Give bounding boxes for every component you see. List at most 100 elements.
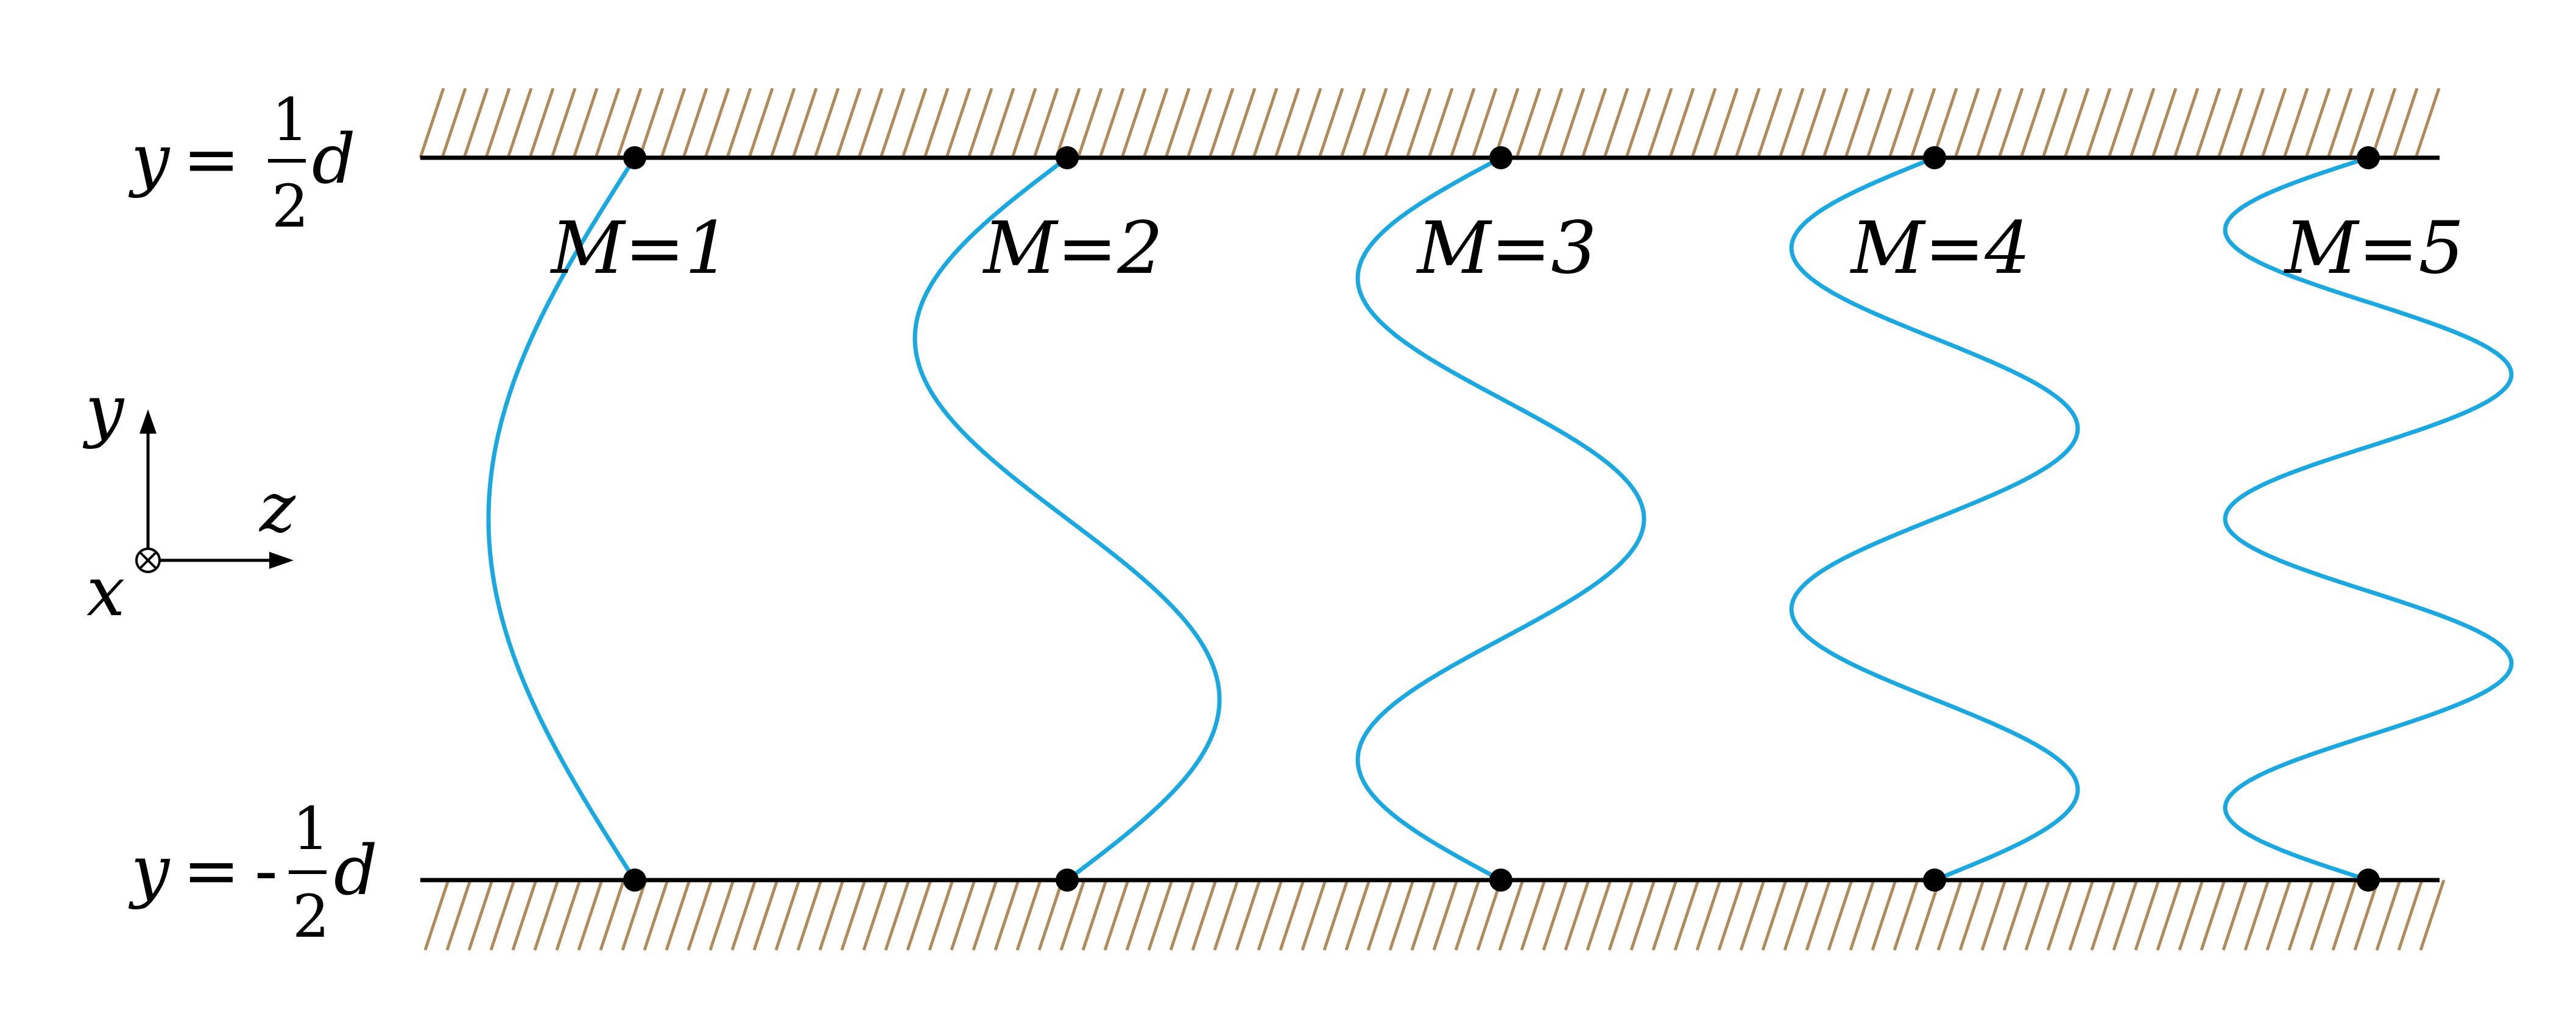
hatch-line xyxy=(1844,88,1871,158)
hatch-line xyxy=(445,879,472,951)
bottom-label-numerator: 1 xyxy=(292,795,330,863)
bottom-wall-label: y = - 1 2 d xyxy=(128,795,378,951)
hatch-line xyxy=(1037,879,1064,951)
coordinate-axes: y z x xyxy=(82,371,296,632)
x-axis-into-page-icon xyxy=(135,548,161,573)
hatch-line xyxy=(1339,88,1366,158)
x-axis-label: x xyxy=(86,552,125,632)
hatch-line xyxy=(1542,879,1569,951)
hatch-line xyxy=(2063,88,2090,158)
hatch-line xyxy=(638,88,665,158)
hatch-line xyxy=(1032,88,1059,158)
hatch-line xyxy=(2019,88,2046,158)
hatch-line xyxy=(950,879,976,951)
hatch-line xyxy=(2243,879,2270,951)
hatch-line xyxy=(1695,879,1722,951)
bottom-wall-hatching xyxy=(423,879,2446,951)
hatch-line xyxy=(730,879,757,951)
hatch-line xyxy=(2041,88,2068,158)
hatch-line xyxy=(621,879,648,951)
hatch-line xyxy=(1607,879,1634,951)
mode-5-bottom-node xyxy=(2357,869,2380,892)
hatch-line xyxy=(752,879,779,951)
hatch-line xyxy=(1011,88,1037,158)
mode-4-top-node xyxy=(1923,146,1946,169)
hatch-line xyxy=(440,88,467,158)
hatch-line xyxy=(1169,879,1196,951)
hatch-line xyxy=(1296,88,1322,158)
mode-1-bottom-node xyxy=(623,869,646,892)
hatch-line xyxy=(993,879,1020,951)
mode-1-label: M=1 xyxy=(550,206,731,290)
hatch-line xyxy=(923,88,950,158)
hatch-line xyxy=(1515,88,1542,158)
hatch-line xyxy=(1717,879,1744,951)
hatch-line xyxy=(2200,879,2226,951)
hatch-line xyxy=(1274,88,1300,158)
bottom-label-minus: - xyxy=(255,831,278,911)
mode-1-curve xyxy=(486,157,637,881)
hatch-line xyxy=(1936,879,1963,951)
mode-4-curve xyxy=(1789,155,2080,883)
hatch-line xyxy=(704,88,730,158)
hatch-line xyxy=(467,879,494,951)
y-axis-label: y xyxy=(82,371,125,450)
hatch-line xyxy=(945,88,972,158)
hatch-line xyxy=(1586,879,1612,951)
hatch-line xyxy=(1756,88,1783,158)
hatch-line xyxy=(1054,88,1081,158)
hatch-line xyxy=(1410,879,1437,951)
hatch-line xyxy=(2260,88,2287,158)
hatch-line xyxy=(2173,88,2200,158)
hatch-line xyxy=(1449,88,1476,158)
hatch-line xyxy=(972,879,998,951)
hatch-line xyxy=(2085,88,2112,158)
hatch-line xyxy=(506,88,533,158)
hatch-line xyxy=(1564,879,1590,951)
hatch-line xyxy=(1454,879,1481,951)
hatch-line xyxy=(1257,879,1283,951)
hatch-line xyxy=(599,879,626,951)
hatch-line xyxy=(682,88,708,158)
hatch-line xyxy=(708,879,735,951)
z-axis-label: z xyxy=(258,468,296,548)
y-axis-arrowhead xyxy=(139,409,157,434)
mode-5-label: M=5 xyxy=(2284,206,2465,290)
hatch-line xyxy=(2392,88,2419,158)
hatch-line xyxy=(1344,879,1371,951)
top-label-d: d xyxy=(312,120,356,199)
mode-3-bottom-node xyxy=(1489,869,1512,892)
hatch-line xyxy=(1191,879,1218,951)
hatch-line xyxy=(862,879,889,951)
hatch-line xyxy=(2353,879,2380,951)
hatch-line xyxy=(2221,879,2248,951)
hatch-line xyxy=(791,88,818,158)
hatch-line xyxy=(2239,88,2265,158)
hatch-line xyxy=(1673,879,1700,951)
hatch-line xyxy=(1520,879,1547,951)
hatch-line xyxy=(1147,879,1174,951)
hatch-line xyxy=(1252,88,1279,158)
hatch-line xyxy=(1603,88,1629,158)
hatch-line xyxy=(1103,879,1130,951)
hatch-line xyxy=(1471,88,1498,158)
hatch-line xyxy=(2348,88,2375,158)
hatch-line xyxy=(616,88,643,158)
hatch-line xyxy=(1629,879,1656,951)
hatch-line xyxy=(796,879,823,951)
hatch-line xyxy=(1388,879,1415,951)
hatch-line xyxy=(577,879,604,951)
hatch-line xyxy=(423,879,450,951)
hatch-line xyxy=(928,879,955,951)
bottom-label-denominator: 2 xyxy=(292,883,330,951)
hatch-line xyxy=(1800,88,1827,158)
hatch-line xyxy=(1761,879,1788,951)
top-wall-hatching xyxy=(418,88,2441,158)
hatch-line xyxy=(1734,88,1761,158)
hatch-line xyxy=(906,879,933,951)
bottom-label-equals: = xyxy=(183,831,240,911)
hatch-line xyxy=(1366,879,1393,951)
mode-4-bottom-node xyxy=(1923,869,1946,892)
hatch-line xyxy=(1888,88,1914,158)
hatch-line xyxy=(1383,88,1410,158)
